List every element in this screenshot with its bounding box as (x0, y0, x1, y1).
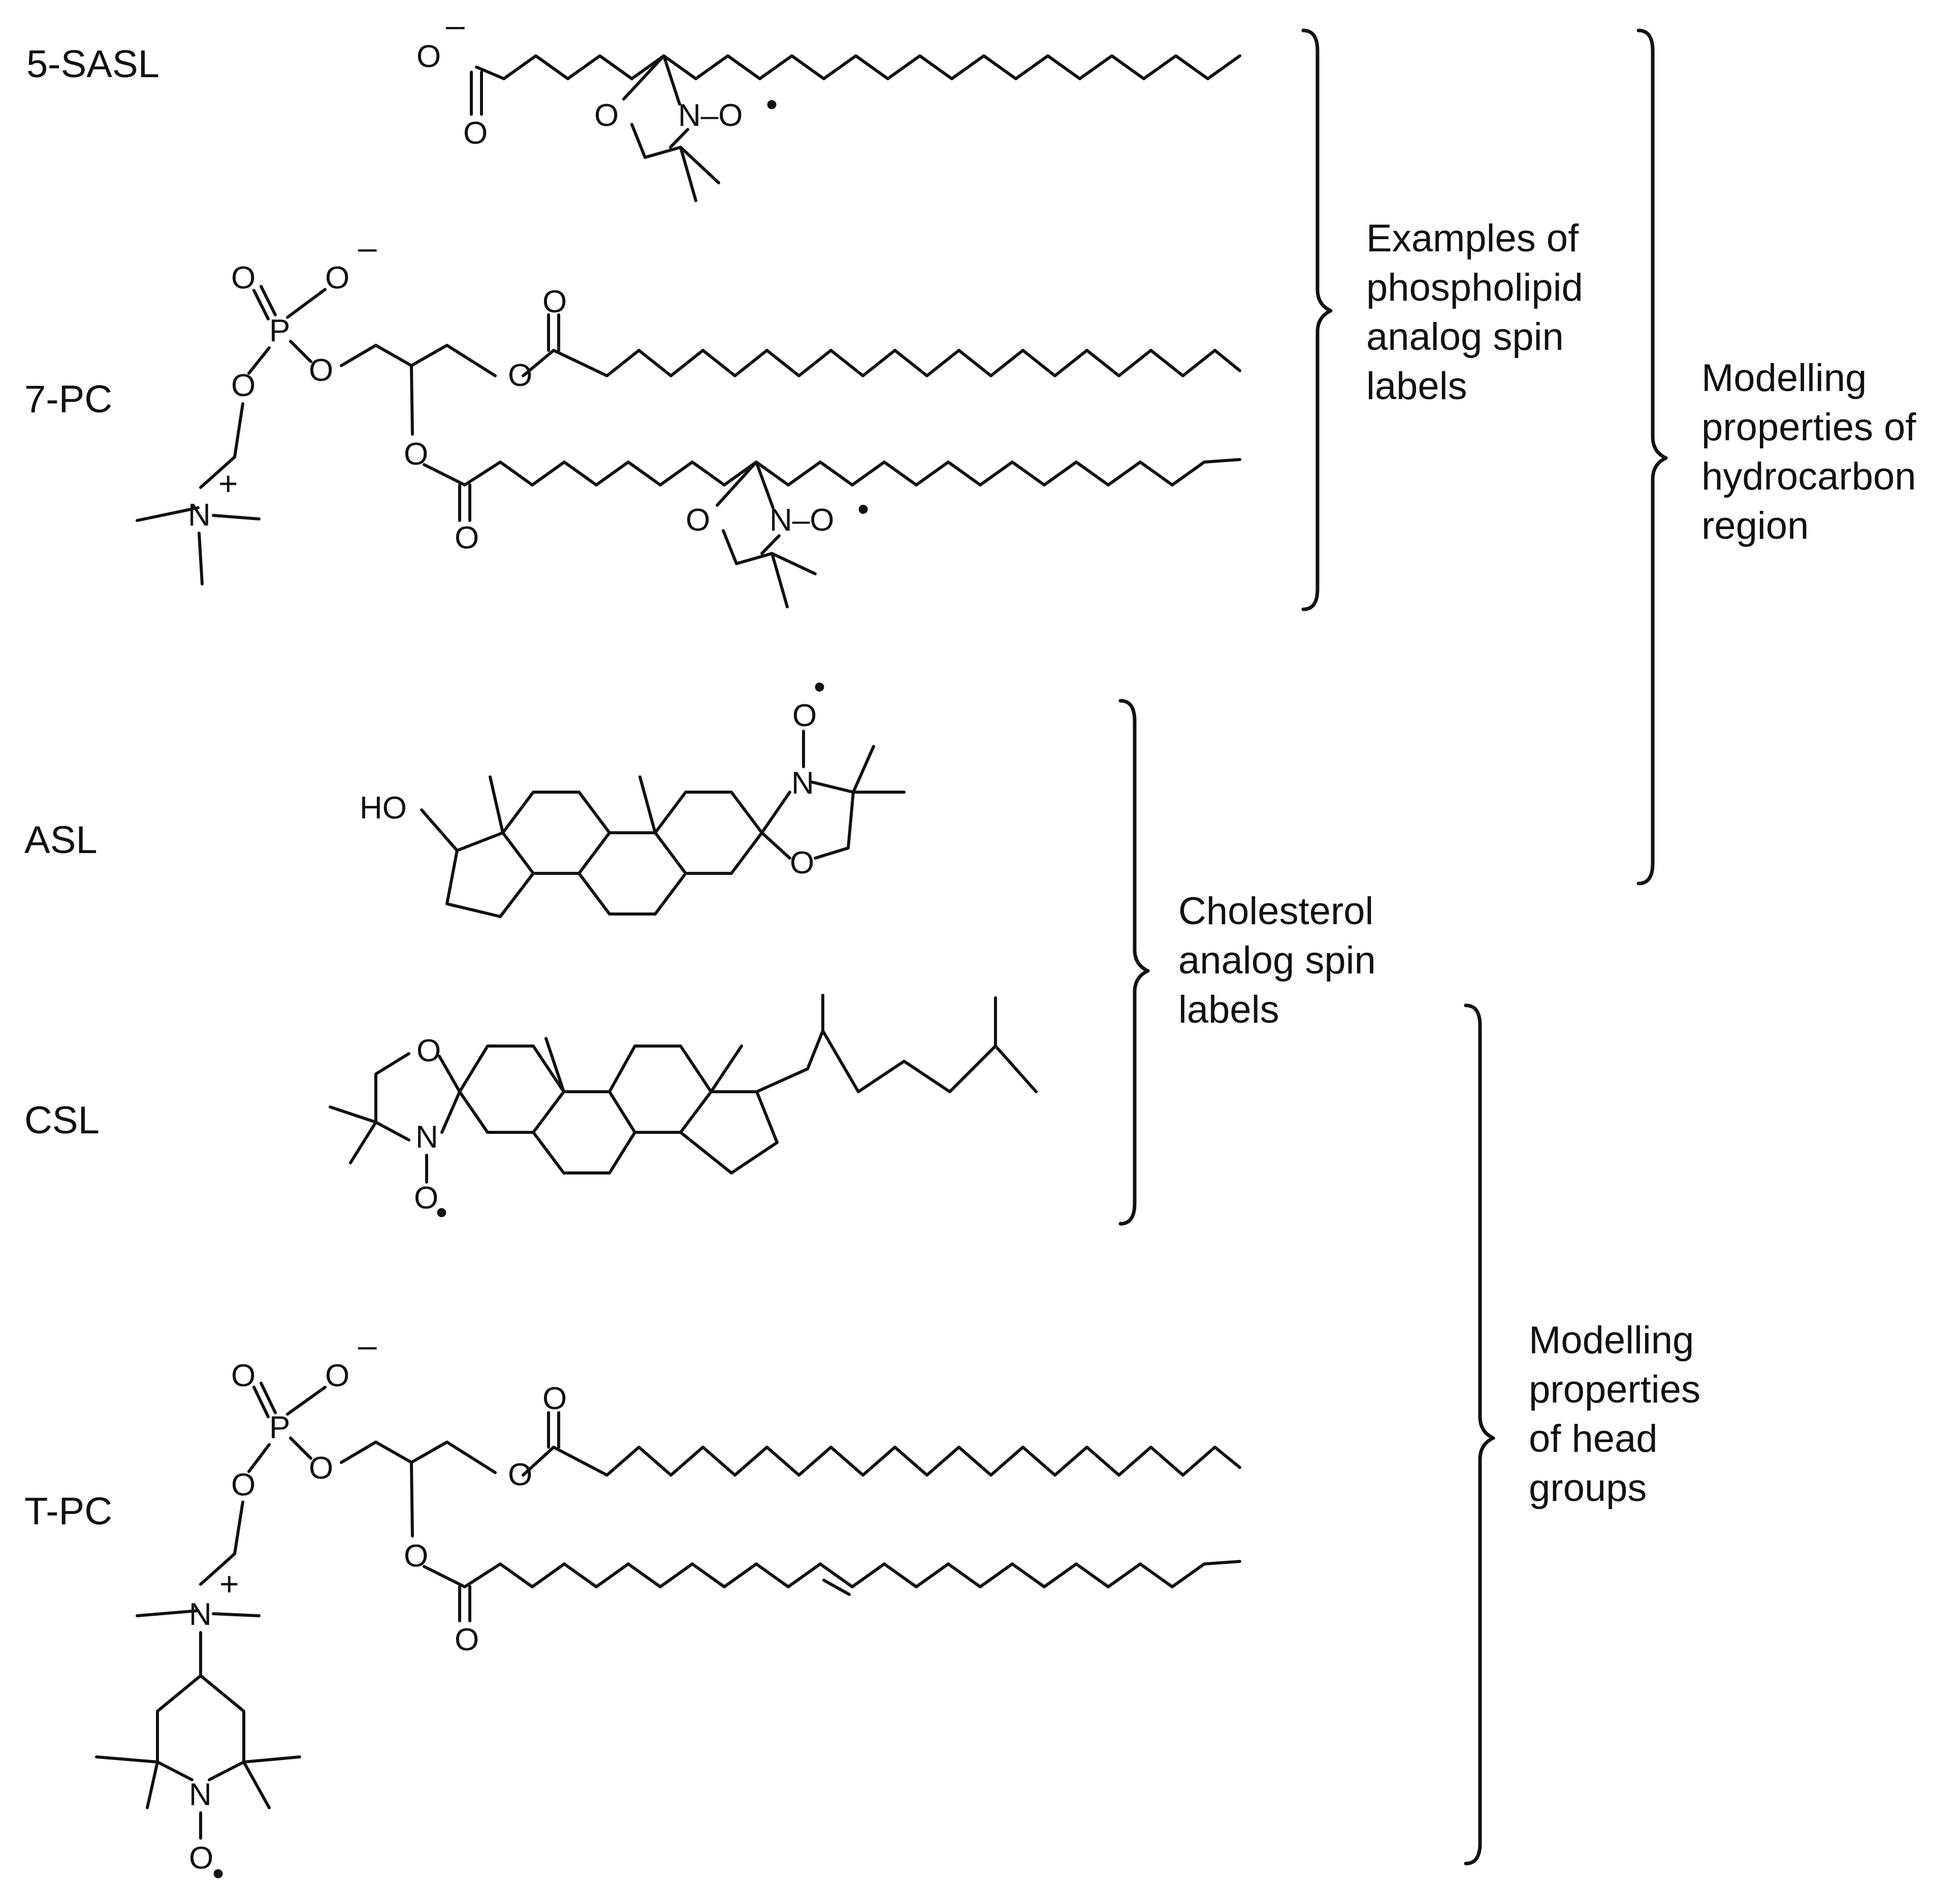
atom-n: N (189, 1597, 212, 1632)
structure-7-pc: O O – P O O N + O O O O O N–O (136, 229, 1241, 608)
charge-minus: – (446, 6, 465, 44)
svg-text:region: region (1701, 504, 1809, 547)
atom-o: O (231, 1467, 255, 1503)
atom-o: O (231, 1358, 255, 1393)
brace-hydrocarbon (1636, 28, 1668, 886)
atom-n-piperidine: N (189, 1777, 212, 1812)
atom-p: P (269, 313, 290, 348)
atom-o-oxyl: O (414, 1181, 438, 1216)
atom-o-ring: O (594, 98, 619, 133)
svg-text:labels: labels (1178, 988, 1279, 1031)
label-csl: CSL (24, 1099, 100, 1142)
atom-o-anion: O (416, 39, 441, 74)
svg-text:analog spin: analog spin (1366, 315, 1564, 358)
atom-p: P (269, 1410, 290, 1445)
svg-text:analog spin: analog spin (1178, 939, 1376, 982)
atom-n: N (415, 1120, 438, 1155)
atom-o: O (231, 368, 255, 403)
group-label-phospholipid: Examples of phospholipid analog spin lab… (1366, 217, 1583, 408)
svg-text:groups: groups (1529, 1466, 1647, 1510)
svg-text:Modelling: Modelling (1529, 1319, 1694, 1362)
atom-o: O (325, 260, 349, 296)
charge-minus: – (358, 229, 377, 266)
atom-n: N (188, 498, 211, 533)
structure-csl: O N O • (329, 994, 1038, 1231)
atom-o-ester: O (508, 1457, 532, 1492)
atom-o: O (309, 353, 333, 388)
radical-dot: • (436, 1193, 447, 1231)
atom-n-oxyl: N–O (769, 503, 834, 538)
atom-n: N (791, 766, 814, 801)
atom-o-ester: O (508, 358, 532, 393)
atom-ho: HO (360, 791, 407, 826)
atom-o-carbonyl2: O (455, 1622, 479, 1657)
radical-dot: • (814, 668, 825, 705)
atom-o-ring: O (790, 845, 814, 880)
atom-o-carbonyl: O (542, 1381, 567, 1416)
svg-text:Cholesterol: Cholesterol (1178, 890, 1373, 933)
atom-o-carbonyl2: O (455, 520, 479, 556)
brace-phospholipid (1301, 28, 1333, 611)
atom-n-oxyl: N–O (678, 98, 743, 133)
svg-text:phospholipid: phospholipid (1366, 266, 1583, 309)
atom-o-carbonyl: O (542, 284, 567, 319)
brace-headgroups (1464, 1003, 1495, 1866)
label-5-sasl: 5-SASL (26, 43, 159, 86)
atom-o-oxyl: O (792, 698, 817, 733)
svg-text:properties: properties (1529, 1368, 1700, 1411)
svg-text:Modelling: Modelling (1701, 356, 1867, 400)
atom-o-carbonyl: O (463, 116, 488, 151)
label-t-pc: T-PC (24, 1490, 112, 1533)
atom-o-ring: O (416, 1033, 441, 1068)
structure-t-pc: O O – P O O N + N O • O O O (95, 1326, 1241, 1892)
label-asl: ASL (24, 819, 98, 862)
atom-o-ring: O (686, 503, 710, 538)
atom-o-oxyl: O (189, 1841, 213, 1876)
atom-o: O (231, 260, 255, 296)
atom-o: O (309, 1451, 333, 1486)
radical-dot: • (857, 490, 869, 528)
charge-plus: + (218, 465, 238, 502)
group-label-headgroups: Modelling properties of head groups (1529, 1319, 1700, 1510)
svg-text:Examples of: Examples of (1366, 217, 1579, 260)
svg-text:labels: labels (1366, 365, 1467, 408)
radical-dot: • (766, 85, 778, 123)
atom-o: O (325, 1358, 349, 1393)
charge-plus: + (219, 1565, 239, 1603)
label-7-pc: 7-PC (24, 378, 112, 421)
group-label-cholesterol: Cholesterol analog spin labels (1178, 890, 1376, 1031)
svg-text:of head: of head (1529, 1417, 1658, 1460)
structure-asl: HO N O O • (360, 668, 906, 918)
svg-text:properties of: properties of (1701, 406, 1916, 449)
svg-text:hydrocarbon: hydrocarbon (1701, 455, 1916, 498)
structure-5-sasl: O – O O N–O • (416, 6, 1241, 202)
charge-minus: – (358, 1326, 377, 1364)
radical-dot: • (212, 1854, 224, 1892)
brace-cholesterol (1118, 699, 1150, 1226)
group-label-hydrocarbon: Modelling properties of hydrocarbon regi… (1701, 356, 1916, 547)
